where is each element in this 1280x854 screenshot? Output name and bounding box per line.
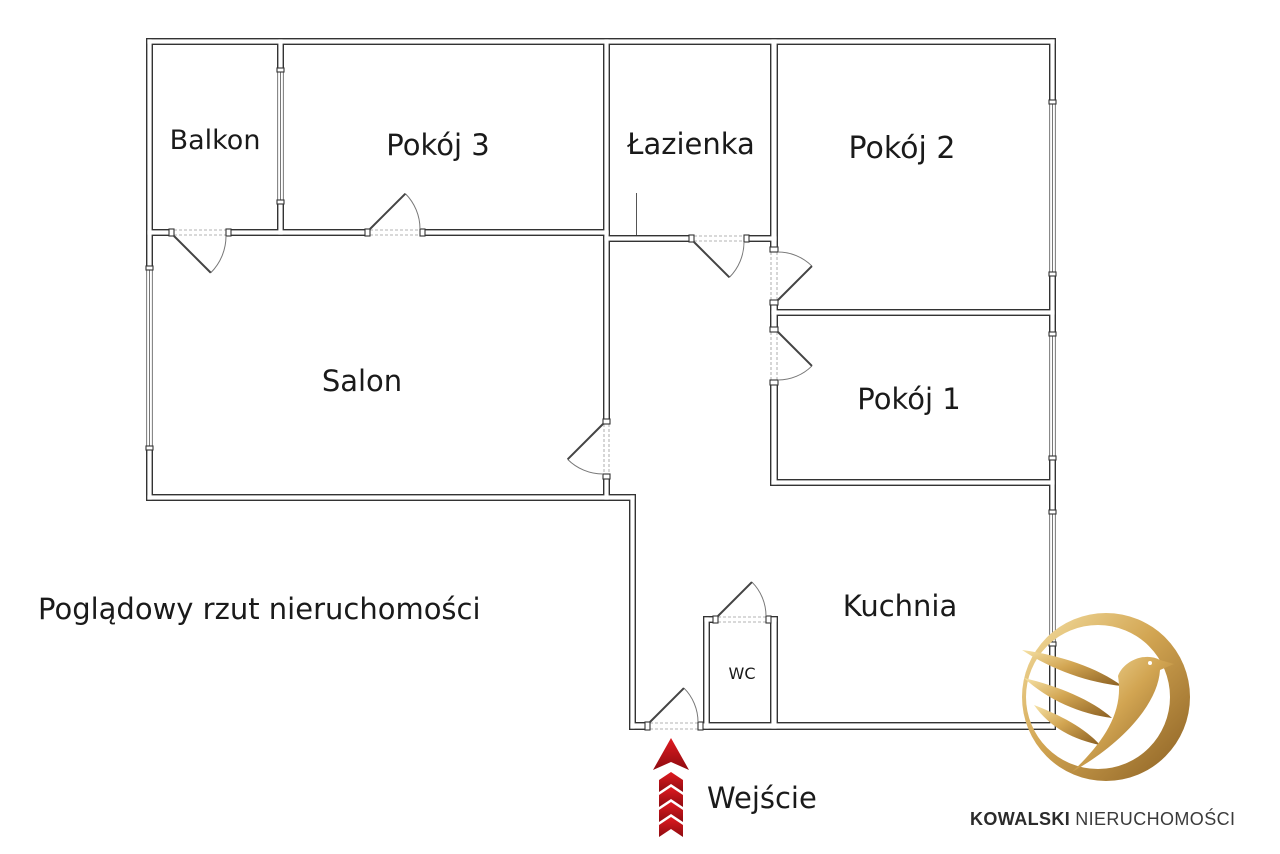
wall xyxy=(704,617,709,729)
door-pokoj-1 xyxy=(769,326,813,386)
window-jamb xyxy=(1048,271,1057,277)
door-jamb xyxy=(769,246,779,253)
door-jamb xyxy=(769,326,779,333)
door-swing-arc xyxy=(777,251,813,267)
window-jamb xyxy=(276,199,285,205)
door-swing-arc xyxy=(729,241,745,278)
door-wc xyxy=(712,581,772,624)
door-leaf xyxy=(369,192,407,230)
door-opening xyxy=(769,332,779,380)
door-jamb xyxy=(602,418,611,425)
wall xyxy=(771,310,1055,315)
room-label-pokoj-3: Pokój 3 xyxy=(386,128,489,162)
door-jamb xyxy=(769,379,779,386)
room-label-lazienka: Łazienka xyxy=(626,127,755,161)
door-jamb xyxy=(602,473,611,480)
window-jamb xyxy=(1048,99,1057,105)
door-jamb xyxy=(419,228,426,237)
door-opening xyxy=(694,234,744,243)
window-jamb xyxy=(145,445,154,451)
room-label-pokoj-2: Pokój 2 xyxy=(849,131,956,166)
windows xyxy=(145,67,1057,647)
door-jamb xyxy=(644,721,651,731)
door-opening xyxy=(650,721,698,731)
logo-ring xyxy=(1022,613,1190,781)
door-jamb xyxy=(688,234,695,243)
door-swing-arc xyxy=(567,459,604,475)
window-jamb xyxy=(1048,455,1057,461)
red-up-arrow-icon xyxy=(653,738,689,837)
door-swing-arc xyxy=(777,365,813,381)
door-opening xyxy=(769,252,779,300)
door-swing-arc xyxy=(210,235,227,274)
gold-bird-circle-logo xyxy=(1022,613,1190,781)
room-label-kuchnia: Kuchnia xyxy=(843,589,958,623)
door-leaf xyxy=(566,423,604,461)
door-pokoj-2 xyxy=(769,246,813,306)
door-leaf xyxy=(693,241,731,279)
door-swing-arc xyxy=(683,687,699,723)
entrance-label: Wejście xyxy=(707,781,817,815)
logo-wing xyxy=(1024,678,1112,718)
door-leaf xyxy=(717,581,753,617)
room-label-salon: Salon xyxy=(322,364,402,398)
wall xyxy=(604,39,609,235)
door-leaf xyxy=(777,265,813,301)
room-label-wc: WC xyxy=(729,664,756,683)
wall xyxy=(771,617,777,729)
door-leaf xyxy=(649,687,685,723)
arrow-chevron xyxy=(659,787,683,807)
window-jamb xyxy=(1048,331,1057,337)
door-jamb xyxy=(765,615,772,624)
wall xyxy=(604,230,609,500)
door-jamb xyxy=(743,234,750,243)
wall xyxy=(771,480,1055,485)
wall xyxy=(147,39,1055,44)
door-jamb xyxy=(712,615,719,624)
door-opening xyxy=(718,615,766,624)
logo-suffix: NIERUCHOMOŚCI xyxy=(1075,808,1235,829)
door-swing-arc xyxy=(405,193,421,230)
door-leaf xyxy=(777,331,813,367)
door-opening xyxy=(174,228,226,237)
wall xyxy=(630,495,635,729)
logo-bird-body xyxy=(1072,656,1174,772)
window-jamb xyxy=(1048,509,1057,515)
logo-brand: KOWALSKI xyxy=(970,809,1070,829)
logo-bird-eye xyxy=(1148,661,1152,665)
door-leaf xyxy=(173,235,212,274)
plan-caption: Poglądowy rzut nieruchomości xyxy=(38,592,481,626)
door-jamb xyxy=(364,228,371,237)
window-jamb xyxy=(145,265,154,271)
door-balkon xyxy=(168,228,232,274)
door-jamb xyxy=(225,228,232,237)
door-entrance xyxy=(644,687,704,731)
door-lazienka xyxy=(688,234,750,279)
door-jamb xyxy=(769,299,779,306)
logo-wing xyxy=(1022,650,1122,686)
door-jamb xyxy=(168,228,175,237)
arrow-head xyxy=(653,738,689,770)
arrow-chevron xyxy=(659,772,683,792)
door-salon xyxy=(566,418,611,480)
logo-wing xyxy=(1034,705,1100,745)
room-label-balkon: Balkon xyxy=(170,125,261,156)
wall xyxy=(630,723,1055,729)
wall xyxy=(147,495,635,500)
arrow-chevron xyxy=(659,817,683,837)
door-jamb xyxy=(697,721,704,731)
room-label-pokoj-1: Pokój 1 xyxy=(857,382,960,416)
door-swing-arc xyxy=(751,581,767,617)
arrow-chevron xyxy=(659,802,683,822)
doors xyxy=(168,192,813,731)
door-pokoj-3 xyxy=(364,192,426,237)
door-opening xyxy=(602,424,611,474)
window-jamb xyxy=(276,67,285,73)
door-opening xyxy=(370,228,420,237)
